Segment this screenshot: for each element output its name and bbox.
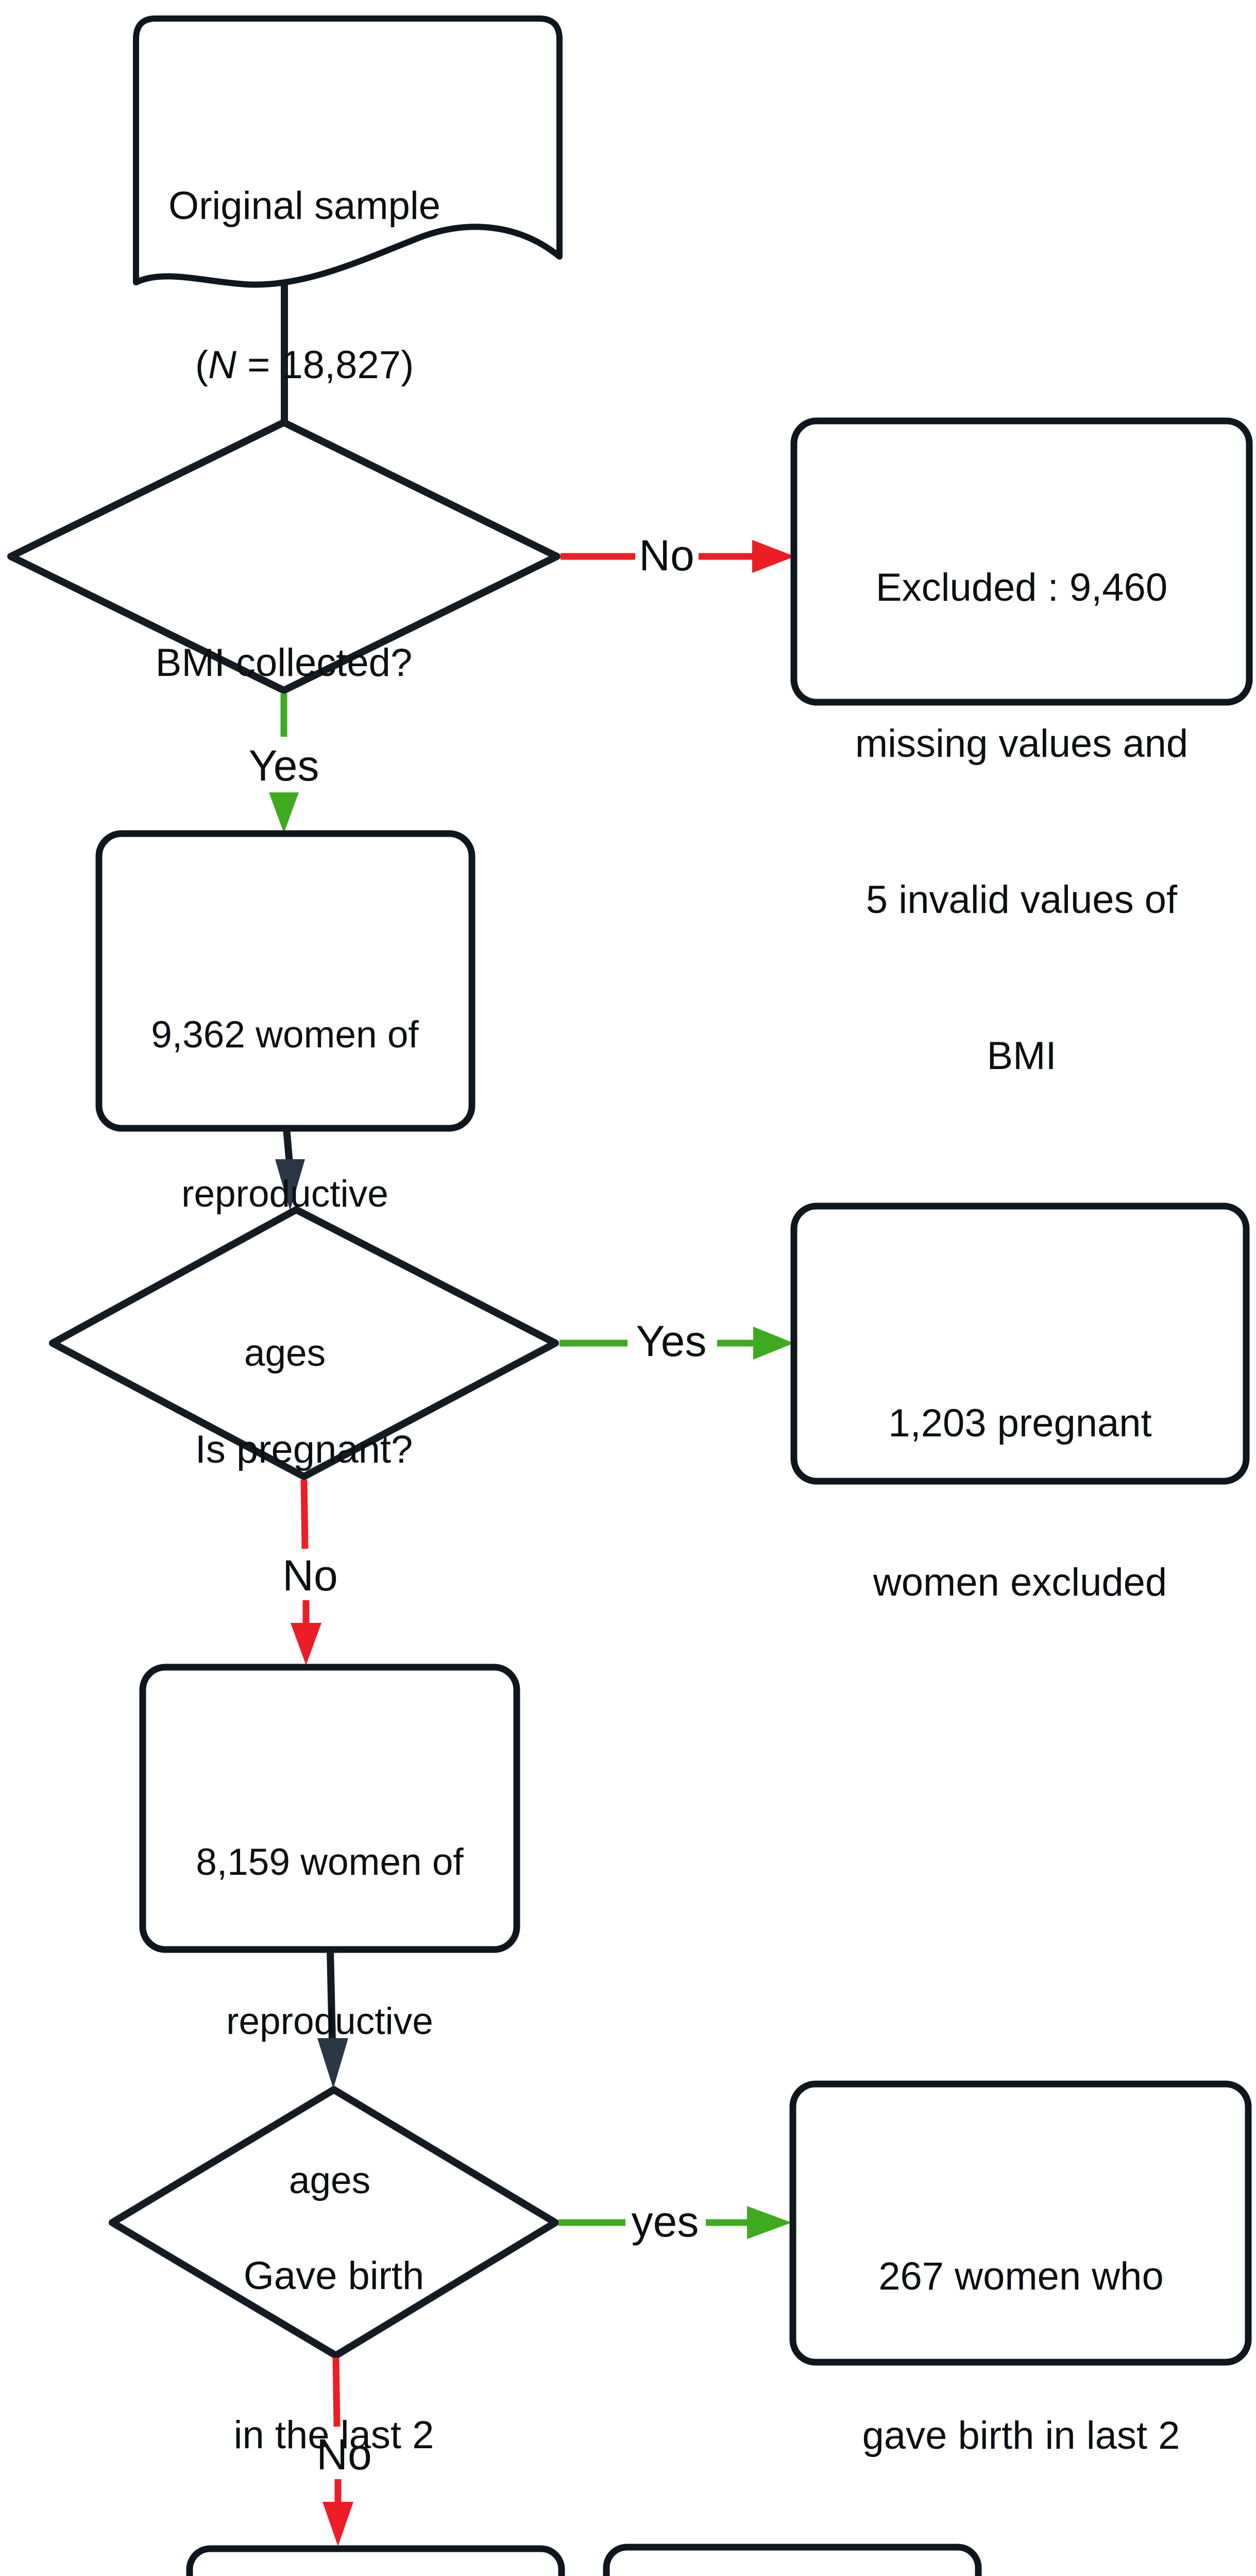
edge-label-birth-yes: yes <box>631 2197 699 2246</box>
arrow-pregnant-no-head <box>291 1623 321 1665</box>
edge-label-bmi-yes: Yes <box>248 741 319 790</box>
arrow-pregnant-yes-head <box>753 1327 794 1360</box>
node-women-9362-text: 9,362 women of reproductive ages <box>151 1014 419 1374</box>
arrow-pregnant-no-segment1 <box>300 1479 309 1549</box>
connector-8159-to-birth <box>327 1950 336 2043</box>
node-excluded-pregnant-text: 1,203 pregnant women excluded <box>873 1401 1167 1604</box>
decision-diamond-pregnant <box>49 1206 559 1480</box>
box-final-women <box>186 2545 565 2576</box>
node-birth-decision-text: Gave birth in the last 2 months <box>233 2254 434 2576</box>
node-excluded-bmi-text: Excluded : 9,460 missing values and 5 in… <box>855 566 1189 1078</box>
decision-diamond-bmi <box>7 419 561 694</box>
original-sample-line2: (N = 18,827) <box>195 343 414 387</box>
connector-8159-to-birth-head <box>317 2038 348 2089</box>
document-shape-original-sample <box>133 15 563 288</box>
box-women-9362 <box>95 830 476 1132</box>
arrow-birth-no-segment1 <box>332 2357 341 2427</box>
box-women-8159 <box>139 1664 520 1953</box>
arrow-birth-yes-head <box>747 2206 792 2239</box>
edge-label-pregnant-yes: Yes <box>636 1317 707 1365</box>
arrow-bmi-yes-head <box>269 792 299 833</box>
box-excluded-birth <box>789 2080 1252 2366</box>
node-excluded-birth-text: 267 women who gave birth in last 2 month… <box>862 2255 1180 2576</box>
decision-diamond-birth <box>109 2086 559 2359</box>
edge-label-pregnant-no: No <box>282 1551 338 1600</box>
connector-9362-to-pregnant-head <box>275 1159 305 1211</box>
connector-9362-to-pregnant <box>283 1128 293 1164</box>
original-sample-line1: Original sample <box>168 184 440 228</box>
edge-label-bmi-no: No <box>639 531 694 580</box>
box-excluded-pregnant <box>790 1202 1250 1485</box>
node-bmi-decision-text: BMI collected? <box>155 641 413 685</box>
arrow-birth-no-head <box>323 2502 353 2546</box>
italic-n: N <box>208 343 236 387</box>
node-pregnant-decision-text: Is pregnant? <box>195 1428 413 1471</box>
arrow-bmi-no-head <box>752 540 795 573</box>
box-excluded-bmi <box>790 417 1253 706</box>
node-original-sample-text: Original sample (N = 18,827) <box>98 73 511 498</box>
edge-label-birth-no: No <box>316 2430 372 2479</box>
node-women-8159-text: 8,159 women of reproductive ages <box>196 1841 464 2201</box>
box-final-children <box>603 2544 982 2576</box>
